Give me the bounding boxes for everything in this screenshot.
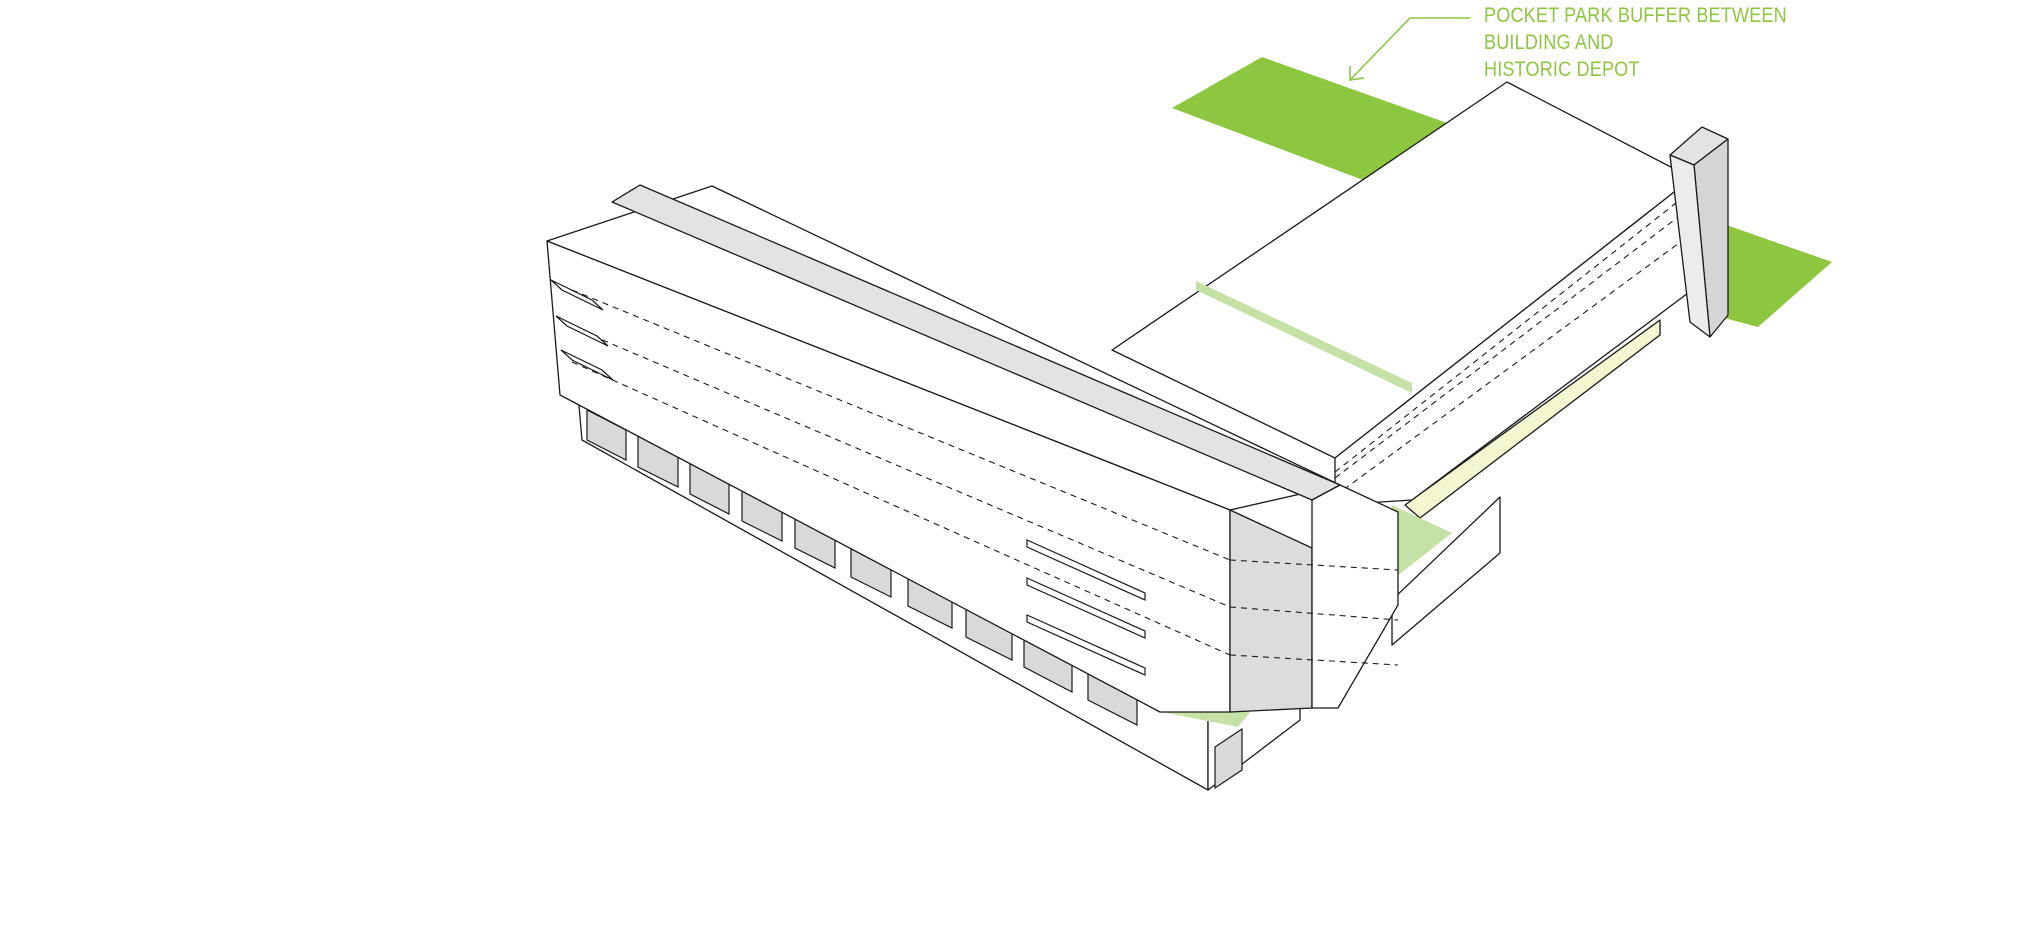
balcony <box>1026 539 1146 601</box>
depot-yellow-band <box>1404 319 1661 519</box>
callout-label: POCKET PARK BUFFER BETWEEN BUILDING AND … <box>1484 2 1845 83</box>
callout-arrowhead <box>1349 66 1365 81</box>
balconies-right <box>1026 539 1146 676</box>
main-tower <box>1311 484 1399 709</box>
plinth-windows <box>586 409 1243 790</box>
window <box>1214 727 1243 790</box>
balconies-left <box>550 279 614 381</box>
roof-green-strip <box>1196 281 1412 393</box>
balcony <box>555 315 609 347</box>
callout-line-1: POCKET PARK BUFFER BETWEEN BUILDING AND <box>1484 4 1787 54</box>
connector-green <box>1392 505 1452 580</box>
callout-leader <box>1349 17 1470 81</box>
pocket-park-north <box>1172 57 1447 180</box>
balcony <box>1026 577 1146 639</box>
stack-side <box>1669 154 1711 338</box>
balcony <box>1026 614 1146 676</box>
main-end-face <box>1229 509 1313 713</box>
balcony <box>560 349 614 381</box>
connector-wall <box>1391 496 1501 646</box>
pocket-park-east <box>1702 220 1832 327</box>
callout-line-2: HISTORIC DEPOT <box>1484 58 1640 81</box>
balcony <box>550 279 604 311</box>
